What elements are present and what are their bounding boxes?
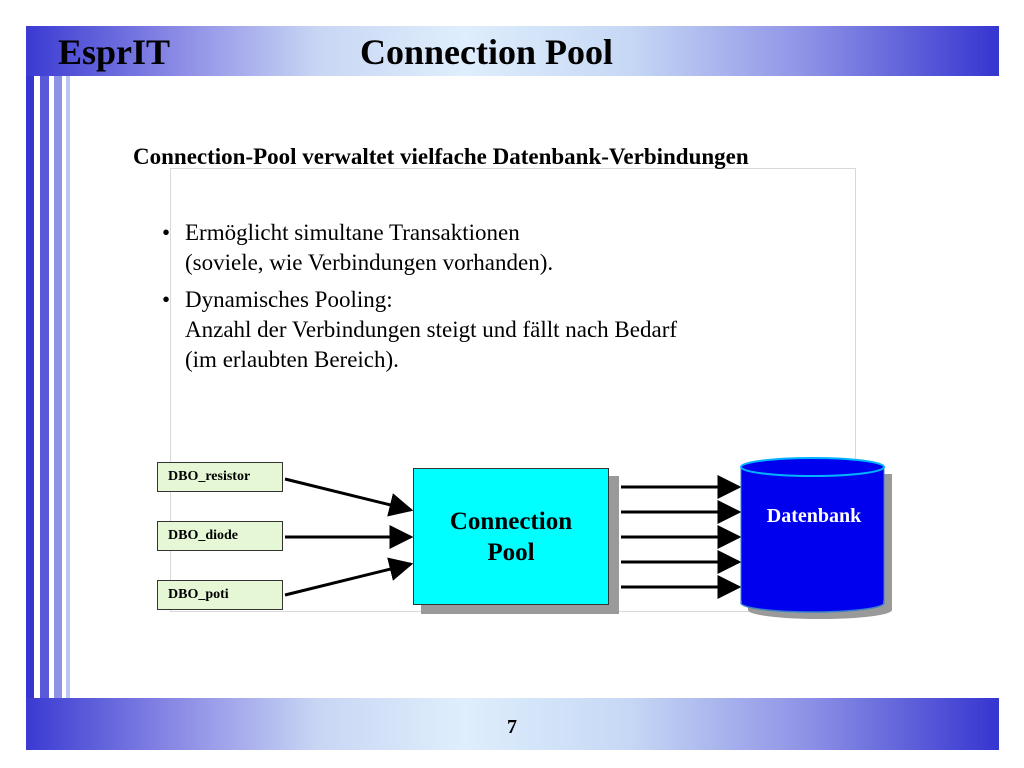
bullet-item: • Dynamisches Pooling: Anzahl der Verbin…: [162, 285, 677, 375]
side-stripe: [54, 76, 62, 698]
side-stripe: [26, 76, 34, 698]
slide-subtitle: Connection-Pool verwaltet vielfache Date…: [133, 144, 749, 169]
database-cylinder-icon: [740, 457, 892, 619]
bullet-list: • Ermöglicht simultane Transaktionen (so…: [162, 218, 677, 382]
bullet-line: Anzahl der Verbindungen steigt und fällt…: [185, 317, 678, 342]
pool-label-line: Pool: [487, 538, 535, 566]
bullet-line: Ermöglicht simultane Transaktionen: [185, 220, 520, 245]
connection-pool-box: Connection Pool: [413, 468, 609, 605]
footer-bar: [26, 698, 999, 750]
client-box-resistor: DBO_resistor: [157, 462, 283, 492]
side-stripe: [66, 76, 70, 698]
client-arrow: [284, 477, 414, 517]
side-stripe: [40, 76, 49, 698]
brand-logo: EsprIT: [58, 32, 171, 72]
header-bar: [26, 26, 999, 76]
pool-label-line: Connection: [449, 507, 573, 535]
client-box-poti: DBO_poti: [157, 580, 283, 610]
client-box-diode: DBO_diode: [157, 521, 283, 551]
page-title: Connection Pool: [360, 32, 614, 72]
bullet-icon: •: [162, 287, 171, 312]
bullet-line: (soviele, wie Verbindungen vorhanden).: [185, 250, 554, 275]
page-number: 7: [507, 716, 517, 738]
bullet-icon: •: [162, 220, 171, 245]
bullet-line: Dynamisches Pooling:: [185, 287, 393, 312]
database-label: Datenbank: [766, 505, 862, 527]
client-arrow: [284, 557, 414, 597]
bullet-item: • Ermöglicht simultane Transaktionen (so…: [162, 218, 677, 278]
bullet-line: (im erlaubten Bereich).: [185, 347, 399, 372]
